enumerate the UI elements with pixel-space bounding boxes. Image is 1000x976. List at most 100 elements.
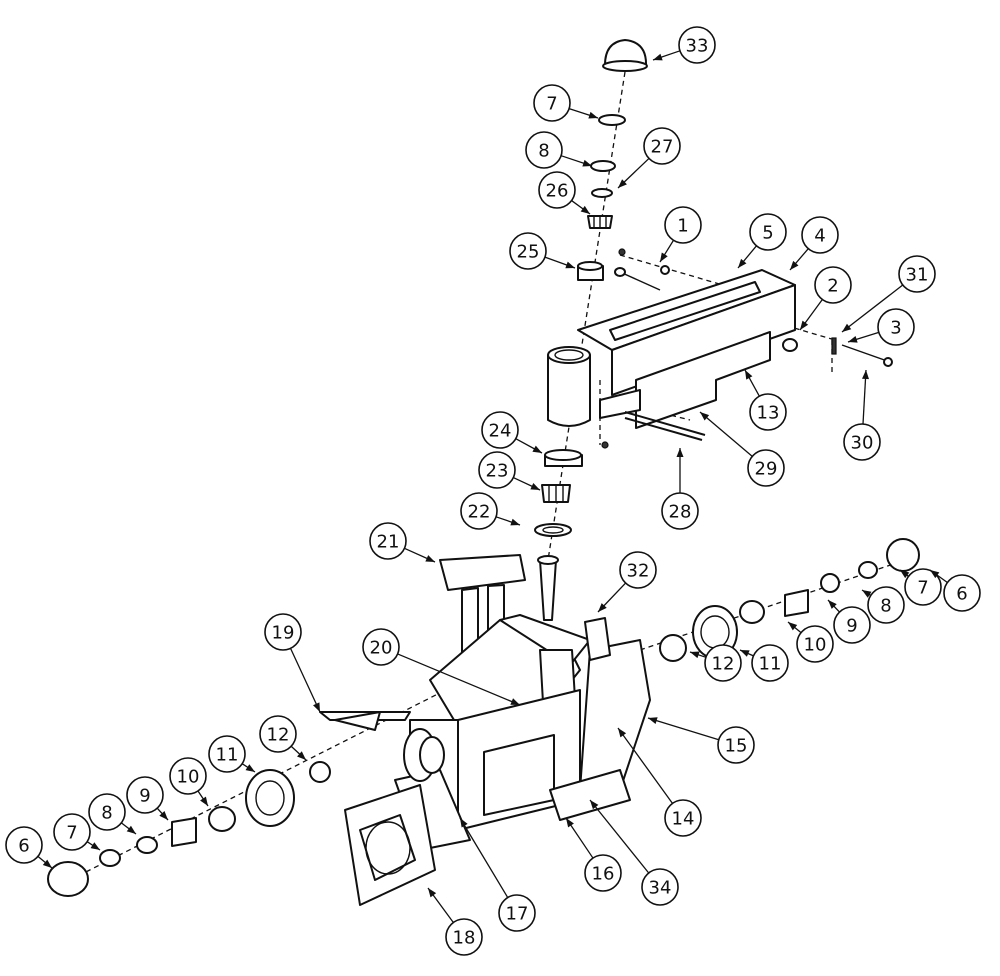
leader-arrowhead bbox=[580, 205, 590, 214]
callout-circle bbox=[664, 799, 702, 837]
callout-c22: 22 bbox=[460, 492, 521, 530]
callout-circle bbox=[369, 522, 407, 560]
callout-c7b: 7 bbox=[53, 813, 101, 851]
callout-c3: 3 bbox=[847, 308, 915, 346]
callout-circle bbox=[362, 628, 400, 666]
octagon-flange-part bbox=[344, 784, 436, 906]
leader-arrowhead bbox=[460, 818, 468, 828]
upper-bearing-stack bbox=[577, 114, 626, 281]
callout-circle bbox=[704, 644, 742, 682]
callout-c10a: 10 bbox=[169, 757, 209, 807]
callout-circle bbox=[643, 127, 681, 165]
callout-number: 13 bbox=[757, 403, 780, 424]
leader-line bbox=[647, 717, 719, 741]
leader-arrowhead bbox=[588, 111, 598, 119]
callout-circle bbox=[509, 232, 547, 270]
leader-arrowhead bbox=[159, 811, 168, 820]
callout-number: 6 bbox=[18, 836, 29, 857]
callout-c31: 31 bbox=[841, 255, 936, 333]
leader-arrowhead bbox=[648, 717, 658, 724]
leader-arrowhead bbox=[848, 335, 858, 343]
callout-circle bbox=[445, 918, 483, 956]
callout-c16: 16 bbox=[565, 817, 622, 892]
callout-c28: 28 bbox=[661, 448, 699, 530]
callout-c14: 14 bbox=[617, 727, 702, 837]
callout-c1: 1 bbox=[659, 206, 702, 263]
leader-line bbox=[699, 411, 753, 457]
leader-arrowhead bbox=[930, 570, 940, 579]
callout-number: 7 bbox=[917, 578, 928, 599]
leader-arrowhead bbox=[690, 651, 700, 659]
callout-c29: 29 bbox=[699, 411, 785, 487]
upper-arm-assembly bbox=[547, 248, 893, 449]
callout-number: 18 bbox=[453, 928, 476, 949]
callout-c6a: 6 bbox=[5, 826, 53, 869]
callout-circle bbox=[53, 813, 91, 851]
callout-circle bbox=[259, 715, 297, 753]
leader-arrowhead bbox=[590, 800, 599, 810]
leader-arrowhead bbox=[800, 320, 809, 330]
leader-arrowhead bbox=[126, 825, 136, 834]
callout-c2: 2 bbox=[799, 266, 852, 331]
callout-c32: 32 bbox=[597, 551, 657, 613]
leader-arrowhead bbox=[42, 859, 52, 868]
leader-arrowhead bbox=[598, 603, 607, 612]
leader-arrowhead bbox=[745, 370, 753, 380]
callout-c18: 18 bbox=[427, 887, 483, 956]
callout-number: 8 bbox=[538, 141, 549, 162]
callout-circle bbox=[833, 606, 871, 644]
callout-number: 25 bbox=[517, 242, 540, 263]
callout-circle bbox=[584, 854, 622, 892]
leader-arrowhead bbox=[313, 702, 320, 712]
callout-circle bbox=[678, 26, 716, 64]
callout-number: 30 bbox=[851, 433, 874, 454]
callout-number: 15 bbox=[725, 736, 748, 757]
callout-circle bbox=[481, 411, 519, 449]
leader-arrowhead bbox=[530, 483, 540, 490]
leader-arrowhead bbox=[582, 159, 592, 167]
callout-number: 8 bbox=[101, 803, 112, 824]
callout-c25: 25 bbox=[509, 232, 576, 270]
leader-arrowhead bbox=[828, 600, 837, 609]
callout-circle bbox=[88, 793, 126, 831]
callout-circle bbox=[749, 393, 787, 431]
callout-c20: 20 bbox=[362, 628, 521, 706]
callout-c5: 5 bbox=[737, 213, 787, 269]
callout-circle bbox=[751, 644, 789, 682]
callout-number: 23 bbox=[486, 461, 509, 482]
callout-c30: 30 bbox=[843, 369, 881, 461]
dome-cap-part bbox=[602, 39, 648, 72]
callout-circle bbox=[538, 171, 576, 209]
callout-number: 26 bbox=[546, 181, 569, 202]
callout-number: 17 bbox=[506, 904, 529, 925]
callout-number: 29 bbox=[755, 459, 778, 480]
lower-bearing-stack bbox=[534, 449, 583, 537]
callout-c10b: 10 bbox=[787, 621, 834, 663]
leader-arrowhead bbox=[618, 179, 627, 188]
callout-c24: 24 bbox=[481, 411, 543, 454]
leader-arrowhead bbox=[653, 53, 663, 61]
callout-c19: 19 bbox=[264, 613, 321, 713]
leader-arrowhead bbox=[842, 323, 852, 332]
callout-number: 12 bbox=[712, 654, 735, 675]
callout-circle bbox=[664, 206, 702, 244]
callout-circle bbox=[904, 568, 942, 606]
callout-number: 3 bbox=[890, 318, 901, 339]
callout-c7a: 7 bbox=[533, 84, 599, 122]
callout-circle bbox=[5, 826, 43, 864]
leader-arrowhead bbox=[788, 622, 798, 631]
callout-c23: 23 bbox=[478, 451, 541, 491]
callout-c26: 26 bbox=[538, 171, 591, 215]
callout-c27: 27 bbox=[617, 127, 681, 189]
callout-c34: 34 bbox=[589, 799, 679, 906]
callout-c8c: 8 bbox=[861, 586, 905, 624]
callout-c33a: 33 bbox=[652, 26, 716, 64]
leader-line bbox=[459, 817, 509, 898]
callout-number: 27 bbox=[651, 137, 674, 158]
leader-arrowhead bbox=[900, 570, 910, 579]
callout-circle bbox=[641, 868, 679, 906]
callout-number: 4 bbox=[814, 226, 825, 247]
callout-number: 2 bbox=[827, 276, 838, 297]
leader-arrowhead bbox=[660, 252, 668, 262]
